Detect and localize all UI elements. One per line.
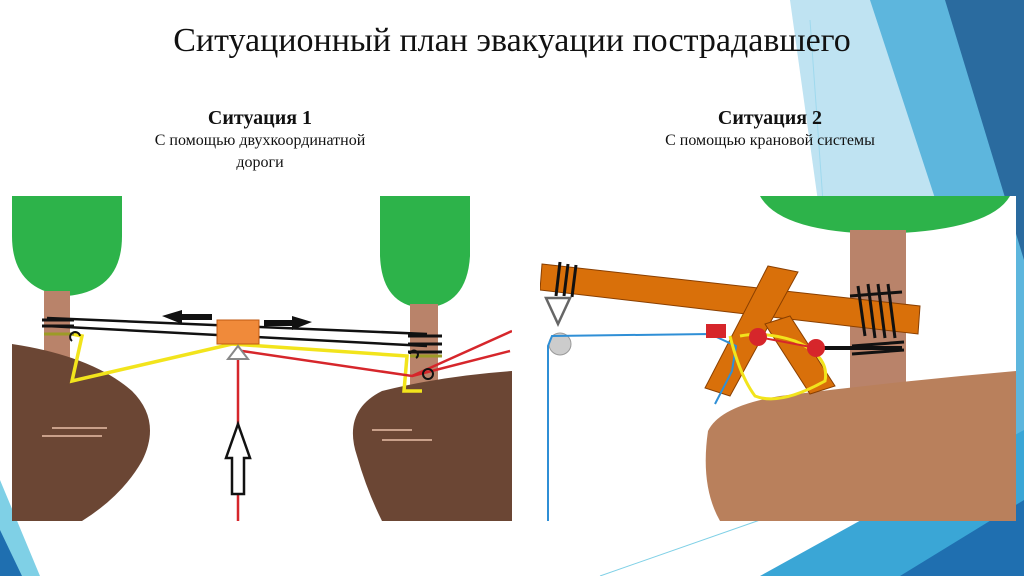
left-trunk-wraps bbox=[42, 318, 74, 328]
right-cliff bbox=[352, 371, 512, 521]
cliff bbox=[705, 371, 1016, 521]
pulley-triangle bbox=[225, 344, 251, 360]
arrow-left-icon bbox=[162, 310, 212, 324]
red-pulley-link bbox=[757, 336, 817, 349]
arrow-up-icon bbox=[224, 420, 252, 496]
stretcher-box bbox=[216, 319, 260, 345]
cliff-texture bbox=[42, 427, 432, 441]
support-beam bbox=[764, 315, 836, 395]
tree-crown bbox=[760, 196, 1010, 234]
right-tree-crown bbox=[380, 196, 470, 308]
red-block bbox=[706, 324, 726, 338]
situation-1-subtitle-line1: С помощью двухкоординатной bbox=[154, 132, 366, 149]
trunk-lashing bbox=[849, 283, 905, 356]
bg-thin-line bbox=[599, 519, 761, 576]
hook-triangle bbox=[544, 296, 572, 327]
left-carabiner bbox=[69, 331, 81, 342]
left-cliff bbox=[12, 344, 150, 521]
bg-shape-right-dark bbox=[945, 0, 1024, 260]
slide-title: Ситуационный план эвакуации пострадавшег… bbox=[173, 22, 851, 59]
situation-2-heading: Ситуация 2 bbox=[717, 107, 823, 129]
situation-2-header: Ситуация 2 С помощью крановой системы bbox=[610, 106, 930, 152]
left-tree-crown bbox=[12, 196, 122, 296]
situation-2-subtitle: С помощью крановой системы bbox=[665, 132, 875, 149]
situation-2-diagram bbox=[540, 196, 1016, 521]
bg-shape-bottom-left-dark bbox=[0, 530, 22, 576]
red-rope-right-branch bbox=[411, 349, 511, 378]
right-carabiner bbox=[422, 368, 434, 380]
yellow-rope bbox=[728, 332, 828, 401]
situation-1-subtitle-line2: дороги bbox=[236, 154, 284, 171]
right-carabiner-small bbox=[409, 349, 419, 359]
arrow-right-icon bbox=[264, 316, 312, 330]
situation-1-diagram bbox=[12, 196, 512, 521]
situation-1-heading: Ситуация 1 bbox=[207, 107, 313, 129]
right-trunk-wraps bbox=[408, 334, 442, 354]
situation-1-header: Ситуация 1 С помощью двухкоординатной до… bbox=[100, 106, 420, 174]
main-beam bbox=[540, 263, 921, 335]
beam-end-lashing bbox=[554, 261, 578, 298]
